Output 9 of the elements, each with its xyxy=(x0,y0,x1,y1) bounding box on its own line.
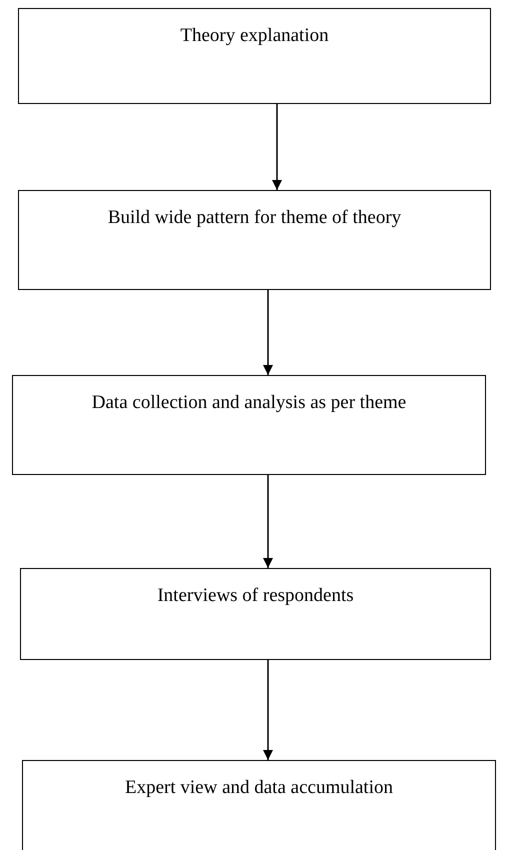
process-box: Interviews of respondents xyxy=(20,568,491,660)
process-box: Theory explanation xyxy=(18,8,491,104)
arrow xyxy=(272,104,282,190)
arrow xyxy=(263,475,273,568)
arrow xyxy=(263,660,273,760)
arrow xyxy=(263,290,273,375)
process-box: Expert view and data accumulation xyxy=(22,760,496,850)
process-box: Build wide pattern for theme of theory xyxy=(18,190,491,290)
process-box: Data collection and analysis as per theme xyxy=(12,375,486,475)
